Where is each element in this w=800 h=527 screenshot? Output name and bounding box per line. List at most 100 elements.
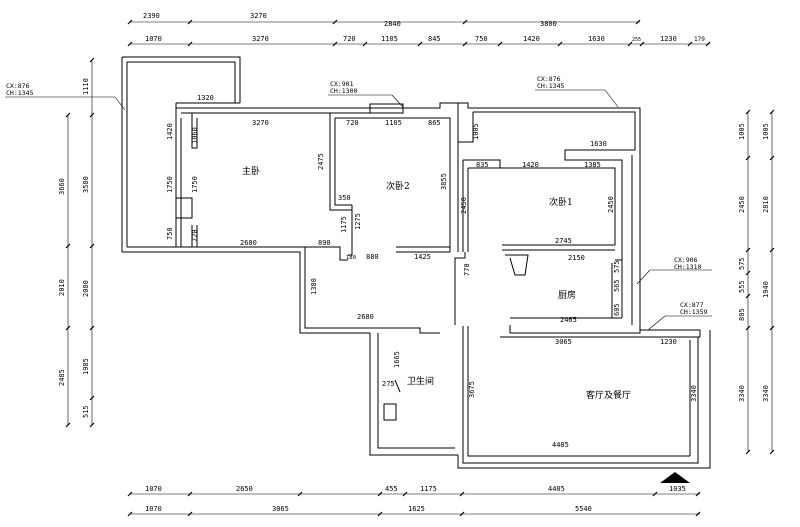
tick (497, 41, 503, 47)
wall (467, 326, 690, 457)
tick (695, 511, 701, 517)
window-tag-label: CX:876 (537, 75, 561, 83)
tick (89, 243, 95, 249)
tick (459, 491, 465, 497)
dim-text: 1060 (191, 127, 199, 144)
window-tag-label: CH:1300 (330, 87, 357, 95)
dim-text: 179 (694, 36, 705, 43)
tick (89, 395, 95, 401)
dim-text: 2450 (460, 197, 468, 214)
dim-text: 180 (346, 255, 356, 261)
tick (652, 491, 658, 497)
dim-text: 255 (632, 37, 641, 43)
dim-text: 3660 (58, 178, 66, 195)
tick (362, 41, 368, 47)
wall-counter (505, 254, 529, 276)
tick (187, 41, 193, 47)
dim-text: 2475 (317, 153, 325, 170)
dim-text: 2010 (58, 279, 66, 296)
leader-line (647, 315, 666, 331)
tick (462, 19, 468, 25)
room-labels: 主卧 次卧2 次卧1 厨房 卫生间 客厅及餐厅 (242, 165, 631, 401)
dim-text: 1750 (166, 176, 174, 193)
tick (745, 109, 751, 115)
dims-top: 2390 3270 2840 3800 1070 3270 720 1105 8… (127, 12, 711, 47)
wall (458, 112, 474, 143)
wall-master-top (175, 103, 370, 109)
leader-line (604, 89, 619, 108)
dim-text: 2840 (384, 20, 401, 28)
tick (89, 112, 95, 118)
room-label-first-bedroom: 次卧1 (549, 196, 573, 208)
dim-text: 2450 (738, 196, 746, 213)
wall-balcony (122, 56, 241, 103)
dim-text: 835 (476, 161, 489, 169)
dim-text: 1005 (762, 123, 770, 140)
tick (332, 19, 338, 25)
dim-text: 3270 (252, 35, 269, 43)
tick (417, 41, 423, 47)
tick (89, 57, 95, 63)
tick (745, 449, 751, 455)
tick (462, 41, 468, 47)
leader-line (114, 96, 126, 111)
tick (402, 491, 408, 497)
dim-text: 455 (385, 485, 398, 493)
tick (89, 422, 95, 428)
window-tag-label: CX:877 (680, 301, 704, 309)
wall-balcony-inner (127, 61, 236, 103)
dim-text: 750 (166, 227, 174, 240)
wall (377, 333, 455, 449)
dim-text: 2650 (236, 485, 253, 493)
dim-text: 1940 (762, 281, 770, 298)
tick (65, 112, 71, 118)
wall (473, 111, 636, 318)
room-label-kitchen: 厨房 (558, 289, 576, 301)
dim-text: 1230 (660, 338, 677, 346)
dims-right: 1005 2450 575 555 805 3340 1005 2810 194… (738, 109, 775, 455)
dim-text: 1425 (414, 253, 431, 261)
dim-text: 845 (428, 35, 441, 43)
tick (459, 511, 465, 517)
dim-text: 3800 (540, 20, 557, 28)
window-tag-label: CH:1345 (537, 82, 564, 90)
dim-text: 275 (382, 380, 395, 388)
dim-text: 2680 (357, 313, 374, 321)
dim-text: 1420 (522, 161, 539, 169)
dim-text: 1275 (354, 213, 362, 230)
tick (769, 109, 775, 115)
dim-text: 1105 (381, 35, 398, 43)
dim-text: 350 (338, 194, 351, 202)
dim-text: 1230 (660, 35, 677, 43)
tick (769, 247, 775, 253)
dim-text: 515 (82, 405, 90, 418)
wall (462, 326, 699, 464)
wall (468, 167, 616, 245)
wall (640, 329, 701, 337)
tick (127, 41, 133, 47)
tick (745, 155, 751, 161)
wall-door-gap (175, 197, 193, 219)
wall (370, 327, 440, 334)
dim-text: 1985 (82, 358, 90, 375)
tick (377, 511, 383, 517)
dim-text: 3675 (468, 381, 476, 398)
tick (297, 491, 303, 497)
room-label-second-bedroom: 次卧2 (386, 180, 410, 192)
tick (687, 41, 693, 47)
leader-line (636, 269, 651, 285)
dims-left: 3660 2010 2485 1110 3580 2080 1985 515 (58, 57, 95, 428)
dim-text: 770 (463, 263, 471, 276)
tick (127, 491, 133, 497)
dim-text: 1625 (408, 505, 425, 513)
dim-text: 5540 (575, 505, 592, 513)
dim-text: 750 (475, 35, 488, 43)
dim-text: 2485 (58, 369, 66, 386)
wall (329, 113, 352, 211)
dim-text: 1070 (145, 35, 162, 43)
window-tag-label: CH:1310 (674, 263, 701, 271)
tick (745, 247, 751, 253)
window-tag-label: CH:1359 (680, 308, 707, 316)
